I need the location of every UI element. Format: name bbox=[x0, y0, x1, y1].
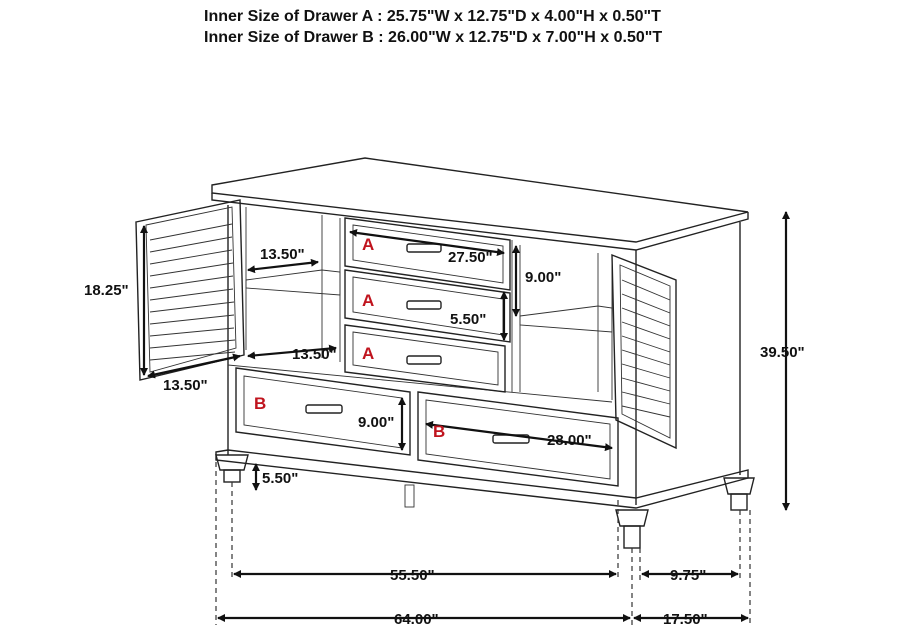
drawer-a-height-dim: 5.50" bbox=[450, 311, 486, 328]
drawer-a-inner-size: Inner Size of Drawer A : 25.75"W x 12.75… bbox=[204, 8, 661, 25]
overall-width-dim: 64.00" bbox=[394, 611, 439, 628]
drawer-a-width-dim: 27.50" bbox=[448, 249, 493, 266]
door-width-dim: 13.50" bbox=[163, 377, 208, 394]
drawer-a-label-3: A bbox=[362, 344, 374, 363]
dimension-arrows bbox=[140, 211, 790, 622]
side-shelf-gap-dim: 9.00" bbox=[525, 269, 561, 286]
overall-depth-dim: 17.50" bbox=[663, 611, 708, 628]
left-door-louvers bbox=[149, 223, 236, 361]
legs bbox=[215, 454, 755, 549]
left-door bbox=[135, 199, 245, 381]
leg-height-dim: 5.50" bbox=[262, 470, 298, 487]
drawer-a-label-1: A bbox=[362, 235, 374, 254]
inner-depth-dim: 9.75" bbox=[670, 567, 706, 584]
right-door bbox=[611, 253, 677, 450]
drawer-b-inner-size: Inner Size of Drawer B : 26.00"W x 12.75… bbox=[204, 29, 663, 46]
right-door-louvers bbox=[621, 279, 671, 418]
drawer-b-width-dim: 28.00" bbox=[547, 432, 592, 449]
drawer-b-label-1: B bbox=[254, 394, 266, 413]
dresser-body bbox=[215, 205, 749, 509]
door-height-dim: 18.25" bbox=[84, 282, 129, 299]
drawer-b-label-2: B bbox=[433, 422, 445, 441]
drawer-a-bottom bbox=[344, 324, 506, 393]
inner-width-dim: 55.50" bbox=[390, 567, 435, 584]
drawer-b-height-dim: 9.00" bbox=[358, 414, 394, 431]
extension-lines bbox=[215, 462, 751, 625]
shelf-depth-lower-dim: 13.50" bbox=[292, 346, 337, 363]
overall-height-dim: 39.50" bbox=[760, 344, 805, 361]
drawer-a-label-2: A bbox=[362, 291, 374, 310]
shelf-depth-upper-dim: 13.50" bbox=[260, 246, 305, 263]
